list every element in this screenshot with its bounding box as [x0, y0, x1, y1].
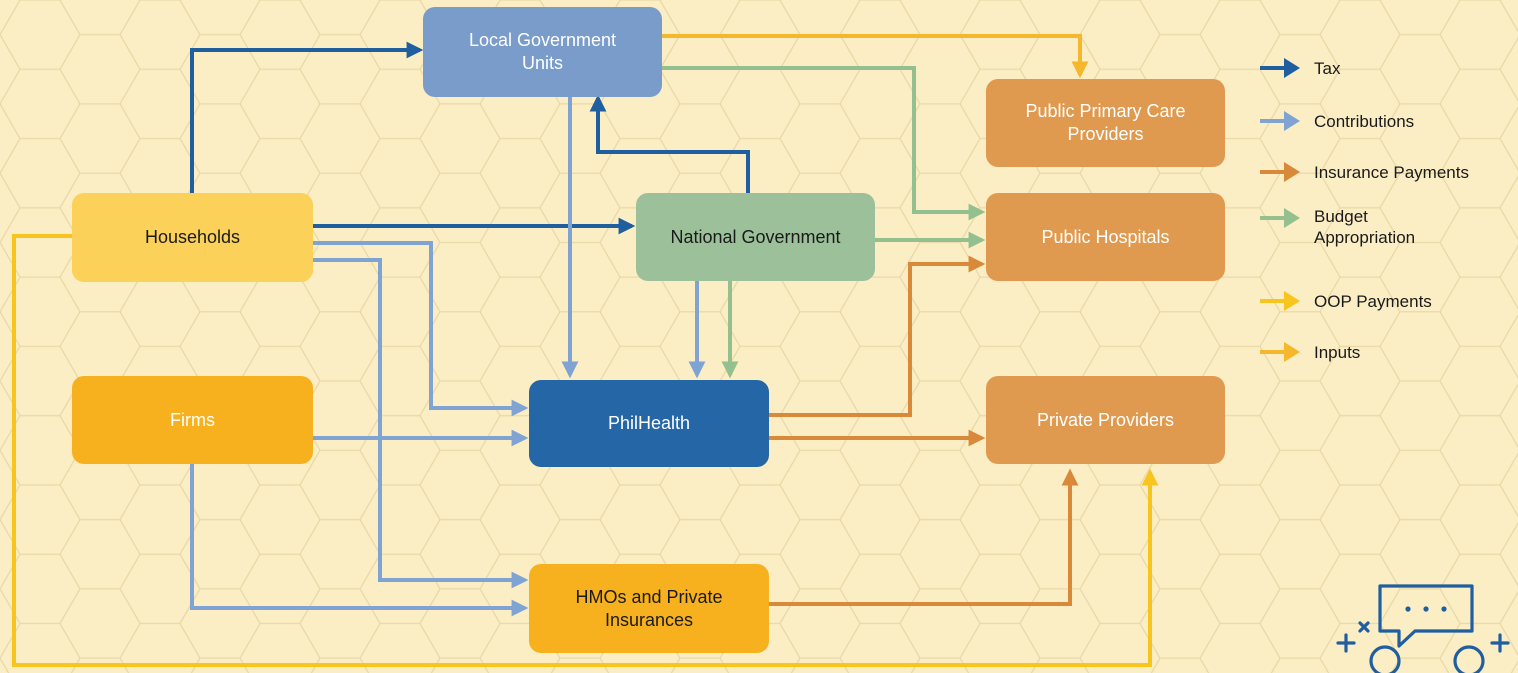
- arrow-icon: [1260, 111, 1300, 131]
- arrow-icon: [1260, 342, 1300, 362]
- legend-item-contributions: Contributions: [1260, 109, 1518, 133]
- legend-label: Insurance Payments: [1314, 162, 1469, 182]
- node-households: Households: [72, 193, 313, 282]
- legend-item-tax: Tax: [1260, 56, 1518, 80]
- node-national: National Government: [636, 193, 875, 281]
- node-primary-care: Public Primary Care Providers: [986, 79, 1225, 167]
- arrow-icon: [1260, 58, 1300, 78]
- arrow-icon: [1260, 291, 1300, 311]
- legend-item-oop: OOP Payments: [1260, 289, 1518, 313]
- legend-item-budget: Budget Appropriation: [1260, 206, 1424, 248]
- legend-label: Inputs: [1314, 342, 1361, 362]
- arrow-icon: [1260, 162, 1300, 182]
- node-hmos: HMOs and Private Insurances: [529, 564, 769, 653]
- chat-discussion-icon: [1336, 584, 1510, 673]
- legend-label: Tax: [1314, 58, 1341, 78]
- legend-item-inputs: Inputs: [1260, 340, 1518, 364]
- arrow-icon: [1260, 208, 1300, 228]
- legend-item-insurance: Insurance Payments: [1260, 160, 1518, 184]
- node-firms: Firms: [72, 376, 313, 464]
- node-private-providers: Private Providers: [986, 376, 1225, 464]
- legend-label: Budget Appropriation: [1314, 207, 1416, 247]
- legend-label: Contributions: [1314, 111, 1415, 131]
- legend-label: OOP Payments: [1314, 291, 1432, 311]
- node-hospitals: Public Hospitals: [986, 193, 1225, 281]
- node-lgu: Local Government Units: [423, 7, 662, 97]
- node-philhealth: PhilHealth: [529, 380, 769, 467]
